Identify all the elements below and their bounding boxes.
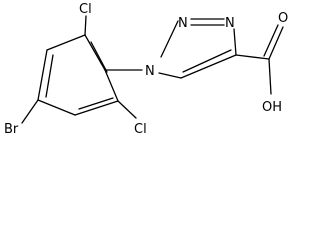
atom-label-nitrogen-1: N bbox=[145, 64, 155, 79]
triazole-bond-c4-c5 bbox=[180, 54, 237, 79]
atom-label-chlorine-bottom: Cl bbox=[134, 122, 147, 137]
ring-bond-c4-c5 bbox=[37, 99, 76, 116]
triazole-bond-c5-n1 bbox=[158, 72, 182, 79]
ring-double-bond-inner-2 bbox=[45, 54, 54, 98]
ring-bond-c6-c1 bbox=[104, 69, 119, 102]
triazole-bond-n3-c4 bbox=[233, 28, 237, 56]
bond-ring-to-cl-top bbox=[84, 15, 87, 36]
carbonyl-bond-2 bbox=[263, 24, 279, 57]
ring-bond-c5-c6 bbox=[74, 100, 119, 116]
ring-double-bond-inner-3 bbox=[78, 97, 114, 110]
atom-label-hydroxyl: OH bbox=[262, 100, 282, 115]
atom-label-nitrogen-2: N bbox=[178, 16, 188, 31]
atom-label-nitrogen-3: N bbox=[225, 16, 235, 31]
ring-bond-c3-c4 bbox=[37, 49, 48, 101]
bond-ring-to-br bbox=[21, 99, 39, 124]
atom-label-carbonyl-oxygen: O bbox=[278, 11, 288, 26]
bond-ring-to-cl-bottom bbox=[117, 100, 137, 119]
atom-label-chlorine-top: Cl bbox=[79, 2, 92, 17]
triazole-ring bbox=[158, 18, 237, 79]
triazole-double-bond-c4-c5 bbox=[182, 49, 232, 73]
bond-carboxyl-to-oh bbox=[268, 58, 272, 95]
bond-c4-to-carboxyl bbox=[235, 54, 270, 60]
atom-label-bromine: Br bbox=[4, 122, 19, 137]
carbonyl-bond-1 bbox=[268, 26, 284, 60]
carboxylic-acid-group bbox=[235, 24, 284, 95]
ring-double-bond-inner-1 bbox=[90, 41, 108, 73]
triazole-bond-n1-n2 bbox=[160, 20, 179, 58]
ring-bond-c1-c2 bbox=[84, 34, 106, 71]
benzene-ring bbox=[37, 34, 119, 116]
ring-bond-c2-c3 bbox=[46, 34, 86, 51]
chemical-structure: Cl Cl Br N N N O OH bbox=[4, 2, 288, 137]
